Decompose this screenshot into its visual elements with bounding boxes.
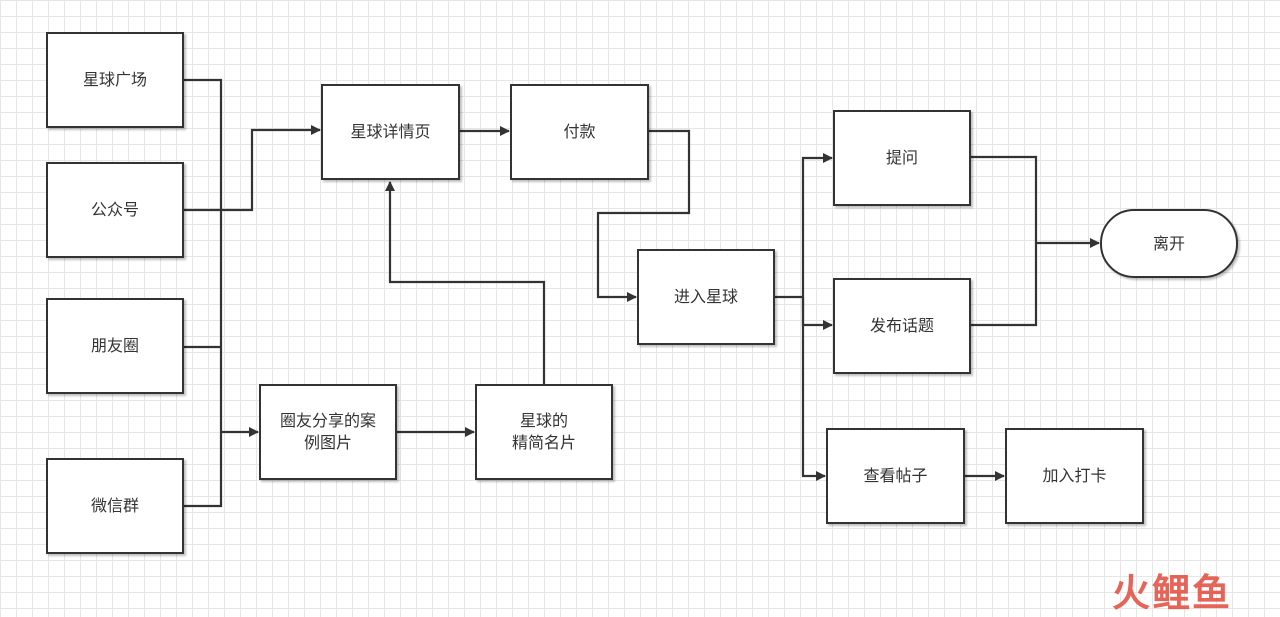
watermark-logo: 火鲤鱼: [1112, 571, 1233, 615]
node-planet-card: 星球的 精简名片: [475, 384, 613, 480]
node-planet-detail: 星球详情页: [321, 84, 460, 180]
node-wechat-group: 微信群: [46, 458, 184, 554]
node-post-topic: 发布话题: [833, 278, 971, 374]
node-leave: 离开: [1100, 209, 1238, 278]
node-label: 加入打卡: [1042, 466, 1107, 485]
node-payment: 付款: [510, 84, 649, 180]
node-star-plaza: 星球广场: [46, 32, 184, 128]
node-label: 进入星球: [673, 287, 738, 306]
connector-enter-to-ask: [801, 153, 833, 297]
node-moments: 朋友圈: [46, 298, 184, 394]
node-label: 查看帖子: [863, 466, 928, 485]
node-join-checkin: 加入打卡: [1005, 428, 1144, 524]
connector-star-plaza: [183, 78, 223, 432]
connector-enter-to-view: [801, 297, 826, 481]
node-label: 付款: [563, 122, 596, 141]
connector-enter-to-post: [801, 297, 833, 330]
node-label: 朋友圈: [90, 336, 139, 355]
connector-wechat-group: [183, 432, 223, 508]
node-label: 星球广场: [82, 70, 147, 89]
connector-payment-to-enter: [596, 129, 691, 302]
connector-ask-to-merge: [971, 155, 1038, 327]
node-label: 星球详情页: [350, 122, 431, 141]
node-shared-case-image: 圈友分享的案 例图片: [259, 384, 397, 480]
node-label: 星球的 精简名片: [511, 411, 576, 452]
node-official-account: 公众号: [46, 162, 184, 258]
node-label: 提问: [885, 148, 918, 167]
node-label: 圈友分享的案 例图片: [279, 411, 376, 452]
node-label: 微信群: [90, 496, 139, 515]
node-enter-planet: 进入星球: [637, 249, 775, 345]
node-label: 离开: [1152, 233, 1185, 253]
node-label: 公众号: [90, 200, 139, 219]
node-view-posts: 查看帖子: [826, 428, 965, 524]
connector-official-account-to-detail: [183, 125, 321, 212]
node-label: 发布话题: [869, 316, 934, 335]
connector-card-to-detail: [385, 181, 546, 384]
node-ask-question: 提问: [833, 110, 971, 206]
